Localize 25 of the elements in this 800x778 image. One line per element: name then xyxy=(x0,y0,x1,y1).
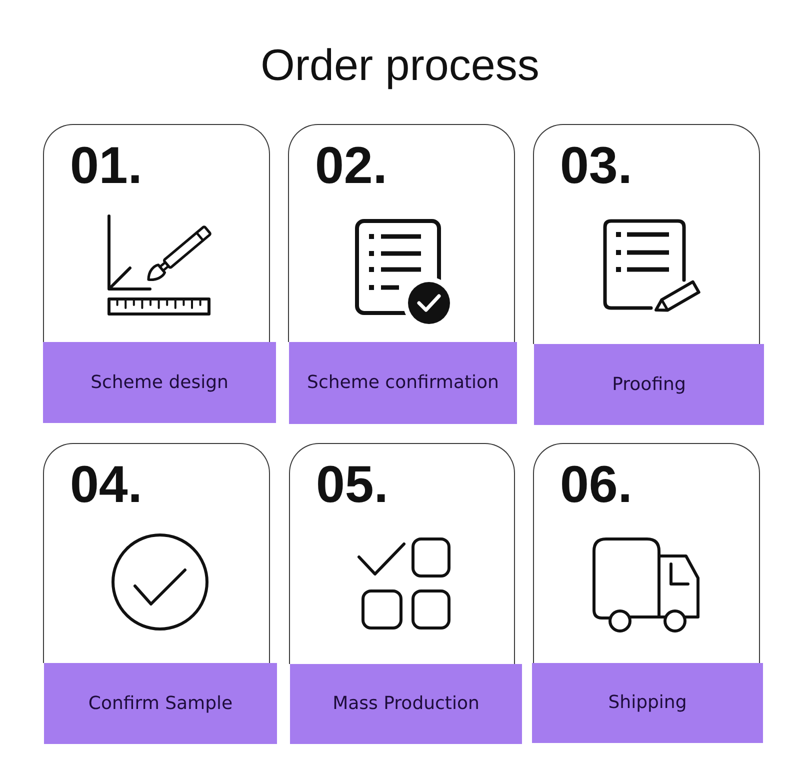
step-label: Confirm Sample xyxy=(88,692,233,716)
label-band xyxy=(289,342,517,424)
step-card xyxy=(288,124,515,342)
step-card xyxy=(43,124,270,342)
step-number: 05. xyxy=(316,455,388,515)
step-number: 04. xyxy=(70,455,142,515)
step-label: Scheme confirmation xyxy=(307,371,499,395)
step-label: Scheme design xyxy=(90,370,228,394)
label-band xyxy=(534,344,764,425)
step-card xyxy=(533,124,760,344)
diagram-title: Order process xyxy=(260,40,540,92)
step-label: Mass Production xyxy=(332,692,480,716)
step-label: Shipping xyxy=(608,691,687,715)
step-number: 03. xyxy=(560,136,632,196)
label-band xyxy=(43,342,276,423)
step-label: Proofing xyxy=(612,372,686,396)
label-band xyxy=(290,664,522,744)
step-card xyxy=(289,443,515,664)
label-band xyxy=(532,663,763,743)
step-number: 02. xyxy=(315,136,388,196)
step-number: 06. xyxy=(560,455,632,515)
step-number: 01. xyxy=(70,136,142,196)
step-card xyxy=(533,443,760,663)
label-band xyxy=(44,663,277,744)
step-card xyxy=(43,443,270,663)
